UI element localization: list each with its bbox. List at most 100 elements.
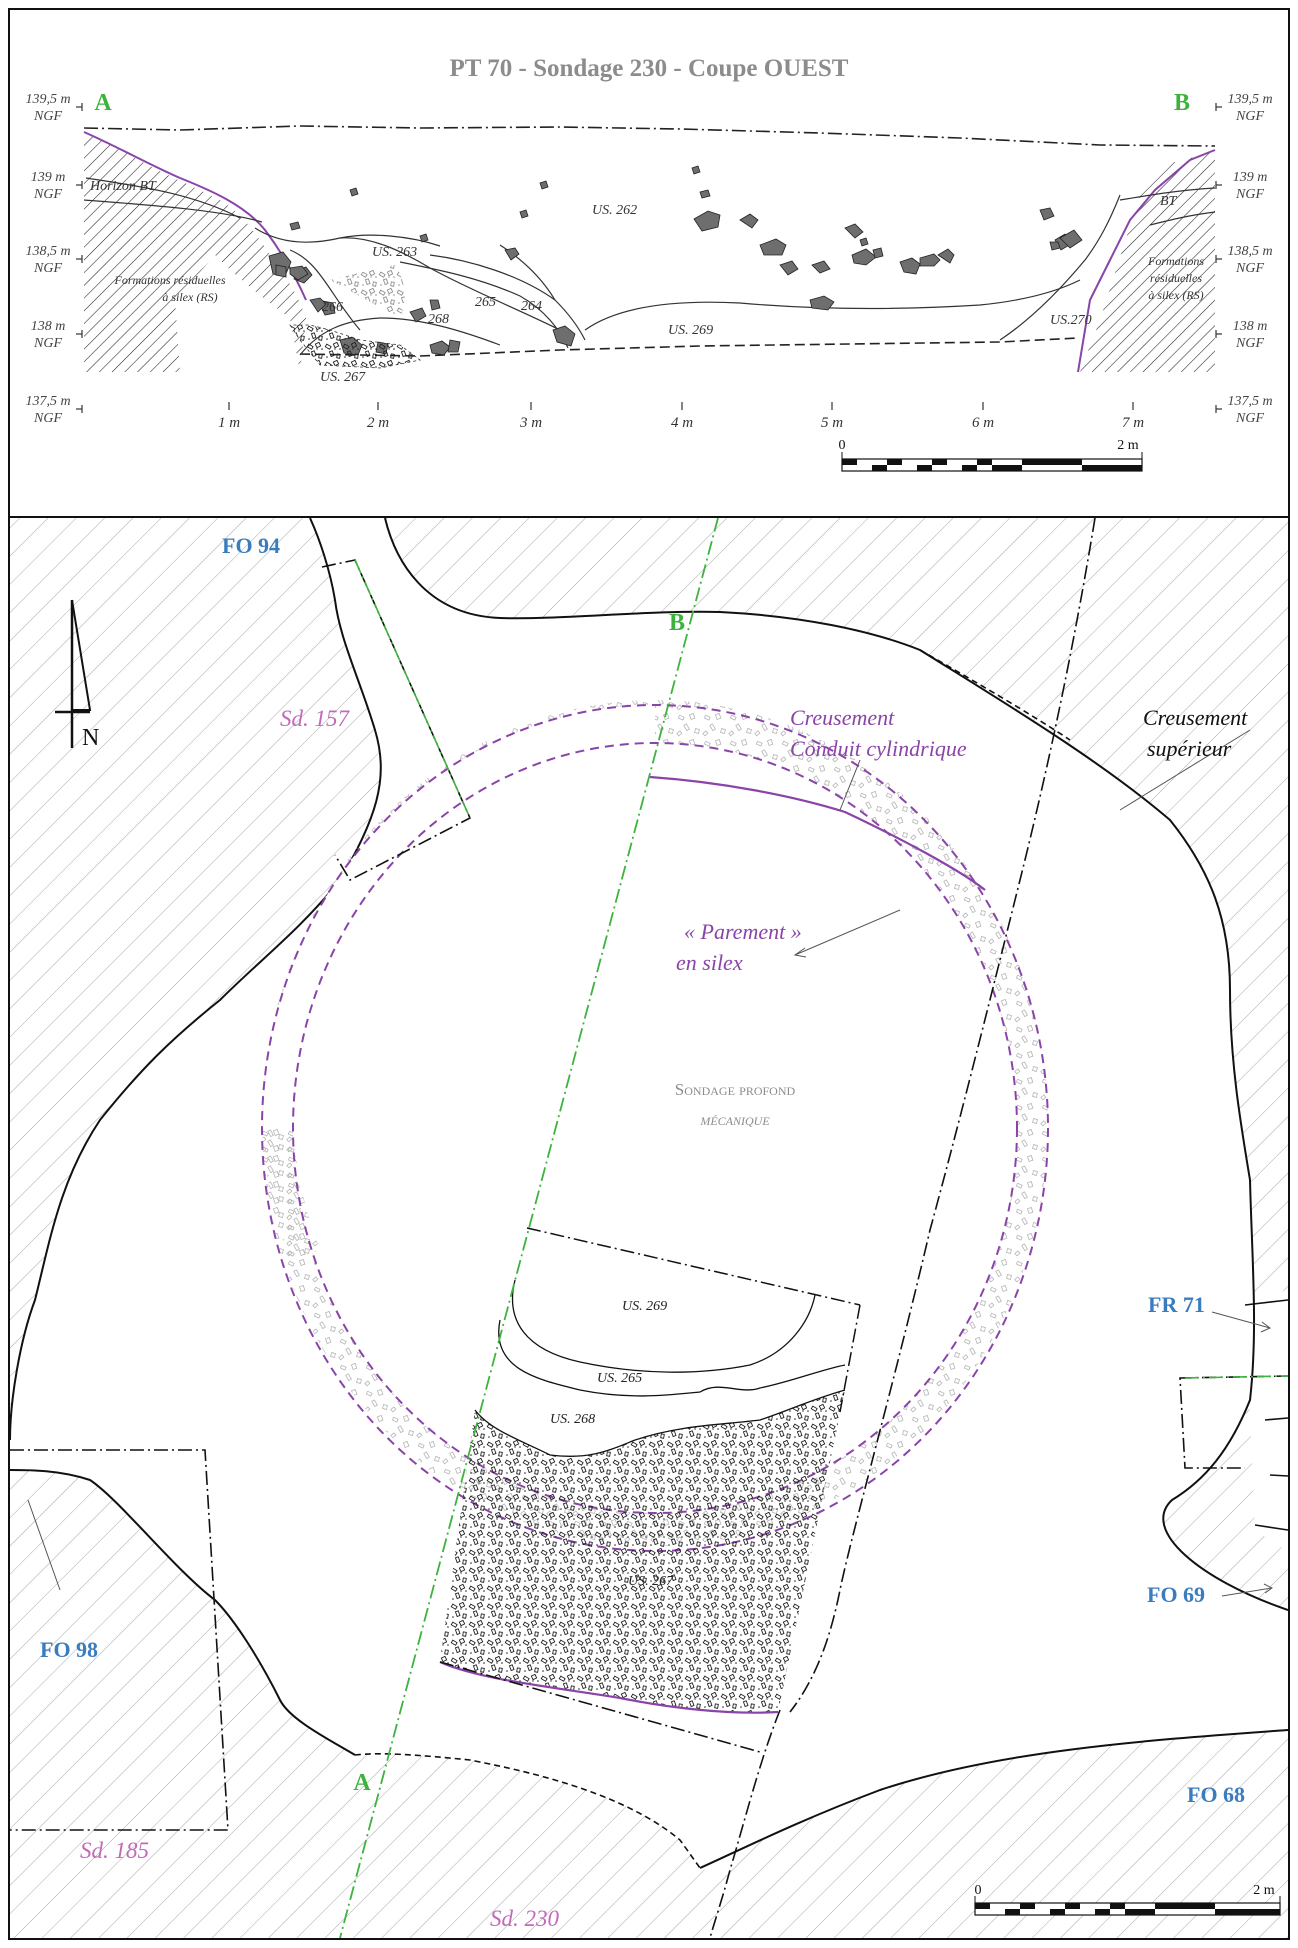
label-sd230: Sd. 230 [490, 1906, 560, 1931]
label-creusement-2: Conduit cylindrique [790, 736, 967, 761]
label-bt: BT [1160, 194, 1178, 209]
dist-2m: 2 m [367, 415, 389, 431]
us-267-section [289, 324, 421, 369]
dist-1m: 1 m [218, 415, 240, 431]
elev-left-139-5: 139,5 m [25, 92, 70, 107]
elevation-ticks [76, 103, 1222, 413]
label-265: 265 [475, 295, 496, 310]
label-fo98: FO 98 [40, 1637, 98, 1662]
ngf-label: NGF [1235, 336, 1264, 351]
ngf-label: NGF [33, 411, 62, 426]
black-annotations: Creusement supérieur [1143, 705, 1248, 761]
label-us-265: US. 265 [597, 1371, 642, 1386]
elev-left-138: 138 m [31, 319, 66, 334]
label-fo94: FO 94 [222, 533, 280, 558]
scale-start: 0 [839, 438, 846, 453]
feature-labels: FO 94 FO 98 FR 71 FO 69 FO 68 [40, 533, 1245, 1807]
fo98-area [10, 1440, 205, 1470]
label-us-267: US. 267 [628, 1574, 674, 1589]
ngf-label: NGF [1235, 261, 1264, 276]
ngf-label: NGF [33, 109, 62, 124]
plan-scale-bar: 0 2 m [974, 1883, 1281, 1916]
plan-panel: N FO 94 FO 98 FR 71 FO 69 FO 68 B A Sd. … [10, 518, 1288, 1938]
fr71-green-edge [1184, 1375, 1288, 1379]
label-formations-right-2: résiduelles [1150, 271, 1202, 285]
section-line-ab [339, 518, 719, 1938]
plan-point-b: B [669, 610, 685, 636]
elev-right-138: 138 m [1233, 319, 1268, 334]
ngf-label: NGF [33, 261, 62, 276]
elev-left-137-5: 137,5 m [25, 394, 70, 409]
conduit-outer-outline [261, 704, 1049, 1552]
label-horizon-bt: Horizon BT [89, 179, 157, 194]
distance-labels: 1 m 2 m 3 m 4 m 5 m 6 m 7 m [218, 415, 1144, 431]
section-title: PT 70 - Sondage 230 - Coupe OUEST [450, 55, 849, 82]
layer-boundaries [83, 177, 1216, 356]
label-us-270: US.270 [1050, 313, 1092, 328]
ground-surface-line [83, 125, 1216, 147]
north-label: N [82, 725, 99, 751]
label-266: 266 [322, 300, 343, 315]
label-formations-right-1: Formations [1147, 254, 1204, 268]
creusement-superieur-outline [384, 518, 1288, 1611]
label-sd185: Sd. 185 [80, 1838, 149, 1863]
north-arrow: N [55, 599, 99, 751]
ngf-label: NGF [1235, 187, 1264, 202]
label-264: 264 [521, 299, 542, 314]
creusement-outline-south-dashed [354, 1753, 701, 1869]
label-fo69: FO 69 [1147, 1582, 1205, 1607]
section-line-inner [526, 1227, 861, 1306]
conduit-cut-edge-south [439, 1660, 779, 1714]
label-parement-1: « Parement » [684, 919, 802, 944]
label-formations-right-3: à silex (RS) [1148, 288, 1203, 302]
cut-edge-right [1077, 149, 1216, 373]
ngf-label: NGF [33, 336, 62, 351]
sondage-profond-area [293, 743, 1017, 1513]
distance-ticks [228, 402, 1134, 410]
section-panel: PT 70 - Sondage 230 - Coupe OUEST 139,5 … [25, 55, 1273, 472]
elev-left-138-5: 138,5 m [25, 244, 70, 259]
creusement-outline-west [10, 518, 382, 1441]
section-line-inner-east [839, 1304, 861, 1413]
label-sondage-profond-1: Sondage profond [675, 1080, 796, 1099]
label-creusement-1: Creusement [790, 705, 895, 730]
label-arrows [27, 729, 1273, 1597]
conduit-cut-edge-north [649, 775, 986, 891]
creusement-outline-south-west [10, 1469, 356, 1756]
ngf-label: NGF [33, 187, 62, 202]
elev-right-139: 139 m [1233, 170, 1268, 185]
creusement-dashed-north [919, 649, 1071, 741]
section-point-a: A [94, 90, 112, 116]
section-layer-labels: Horizon BT BT Formations résiduelles à s… [89, 179, 1204, 385]
label-sondage-profond-2: mécanique [699, 1110, 770, 1129]
elevation-scale-right: 139,5 m NGF 139 m NGF 138,5 m NGF 138 m … [1227, 92, 1272, 426]
dist-4m: 4 m [671, 415, 693, 431]
label-us-269: US. 269 [668, 323, 713, 338]
section-scale-bar: 0 2 m [839, 438, 1143, 472]
us-266-rubble [330, 265, 405, 318]
scale-end: 2 m [1117, 438, 1139, 453]
plan-scale-start: 0 [975, 1883, 982, 1898]
label-sd157: Sd. 157 [280, 706, 351, 731]
label-268: 268 [428, 312, 449, 327]
label-fo68: FO 68 [1187, 1782, 1245, 1807]
label-fr71: FR 71 [1148, 1292, 1205, 1317]
label-parement-2: en silex [676, 950, 743, 975]
elev-right-139-5: 139,5 m [1227, 92, 1272, 107]
label-creusement-sup-2: supérieur [1147, 736, 1232, 761]
ring-clear-nw [262, 705, 655, 1128]
label-us-269: US. 269 [622, 1299, 667, 1314]
label-us-262: US. 262 [592, 203, 637, 218]
label-formations-left-1: Formations résiduelles [114, 273, 226, 287]
sd157-green-edge [354, 559, 471, 819]
label-formations-left-2: à silex (RS) [162, 290, 217, 304]
dist-3m: 3 m [519, 415, 542, 431]
inner-layer-outlines [474, 1279, 846, 1457]
label-creusement-sup-1: Creusement [1143, 705, 1248, 730]
dist-5m: 5 m [821, 415, 843, 431]
ngf-label: NGF [1235, 109, 1264, 124]
fr71-structure [1244, 1299, 1288, 1531]
plan-scale-end: 2 m [1253, 1883, 1275, 1898]
elevation-scale-left: 139,5 m NGF 139 m NGF 138,5 m NGF 138 m … [25, 92, 70, 426]
